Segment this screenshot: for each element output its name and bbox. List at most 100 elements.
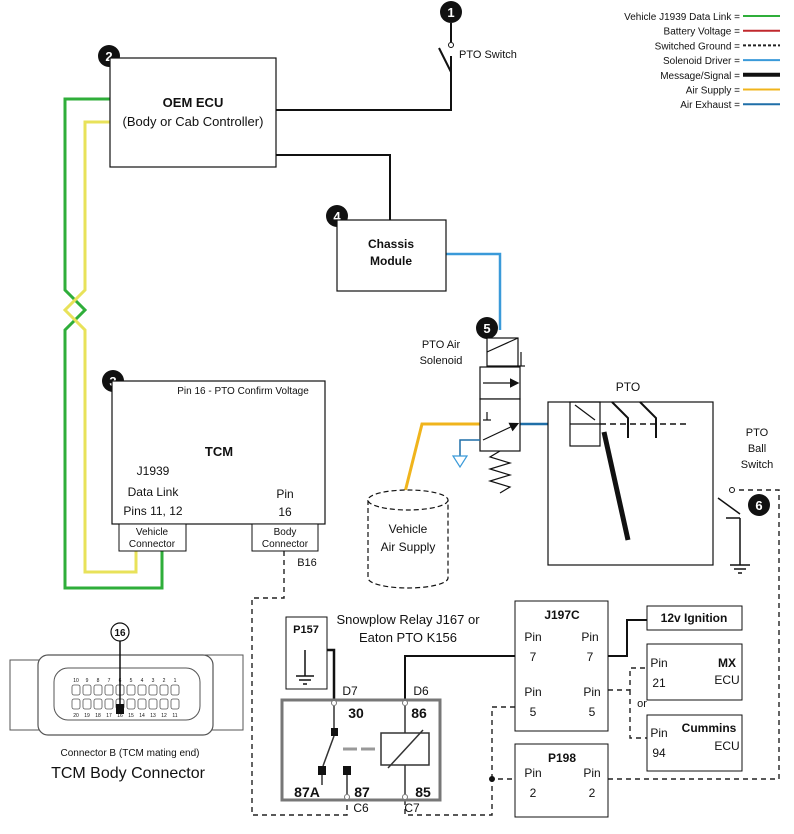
pto-switch-wire [276,56,452,111]
legend-item: Vehicle J1939 Data Link = [624,12,780,23]
connector-pin-number: 11 [172,713,177,719]
connector-pin [126,684,136,696]
solenoid-driver-wire [446,252,502,330]
mx-ecu-box: Pin 21 MX ECU [646,643,743,701]
svg-text:ECU: ECU [714,739,739,753]
svg-text:Pin: Pin [583,766,600,780]
svg-text:Pin: Pin [650,656,667,670]
svg-text:Pins 11, 12: Pins 11, 12 [123,504,182,518]
connector-pin-number: 7 [108,678,111,684]
switched-ground-c7 [404,778,515,816]
connector-pin [137,684,147,696]
svg-text:1: 1 [447,5,454,20]
svg-text:P157: P157 [293,624,319,636]
svg-text:Snowplow Relay J167 or: Snowplow Relay J167 or [336,612,480,627]
connector-pin-number: 12 [161,713,167,719]
p157-box: P157 [285,616,328,690]
connector-pin [104,698,114,710]
legend-label: Solenoid Driver = [663,56,740,67]
connector-pin [159,684,169,696]
switched-ground-ball-switch [608,489,780,780]
tcm-box: Pin 16 - PTO Confirm Voltage TCM J1939 D… [111,380,326,569]
svg-text:2: 2 [530,786,537,800]
legend-item: Air Supply = [686,86,780,97]
svg-text:12v Ignition: 12v Ignition [661,611,728,625]
junction-dot [489,776,495,782]
svg-text:Chassis: Chassis [368,237,414,251]
connector-pin [148,698,158,710]
j197c-box: J197C Pin 7 Pin 7 Pin 5 Pin 5 [514,600,609,732]
badge-1: 1 [440,1,462,23]
legend-item: Message/Signal = [660,71,780,82]
svg-text:Eaton PTO K156: Eaton PTO K156 [359,630,457,645]
svg-text:Pin: Pin [524,685,541,699]
svg-text:C6: C6 [353,801,369,815]
svg-text:Pin: Pin [276,487,293,501]
connector-pin [71,684,81,696]
svg-text:4: 4 [333,209,341,224]
svg-text:Pin: Pin [583,685,600,699]
svg-text:6: 6 [755,498,762,513]
badge-6: 6 [748,494,770,516]
legend-label: Message/Signal = [660,71,740,82]
svg-text:5: 5 [483,321,490,336]
svg-text:Air Supply: Air Supply [381,540,436,554]
connector-title: TCM Body Connector [51,765,206,782]
connector-pin-number: 8 [97,678,100,684]
connector-pin [148,684,158,696]
legend-label: Air Supply = [686,86,740,97]
svg-text:J197C: J197C [544,608,580,622]
svg-text:2: 2 [105,49,112,64]
svg-text:87A: 87A [294,784,320,800]
relay-86-wire [404,655,515,700]
connector-top-pins: 10987654321 [71,678,180,696]
p198-box: P198 Pin 2 Pin 2 [514,743,609,818]
connector-pin [93,698,103,710]
svg-text:85: 85 [415,784,431,800]
pto-ball-switch: PTO Ball Switch [717,427,773,574]
svg-text:J1939: J1939 [137,464,170,478]
connector-pin [93,684,103,696]
svg-text:2: 2 [589,786,596,800]
svg-text:Pin: Pin [650,726,667,740]
connector-pin [82,698,92,710]
svg-text:PTO Air: PTO Air [422,339,461,351]
legend-label: Vehicle J1939 Data Link = [624,12,740,23]
connector-pin-number: 9 [86,678,89,684]
ecu-chassis-wire [276,154,391,220]
pto-air-solenoid: PTO Air Solenoid [420,337,525,494]
svg-text:86: 86 [411,705,427,721]
svg-text:94: 94 [652,746,666,760]
chassis-module-box: Chassis Module [336,219,447,292]
connector-pin-number: 20 [73,713,79,719]
connector-pin-number: 4 [141,678,144,684]
vehicle-air-supply-tank: Vehicle Air Supply [367,489,449,589]
svg-text:Vehicle: Vehicle [136,527,169,538]
svg-text:Ball: Ball [748,443,766,455]
connector-pin-number: 18 [95,713,101,719]
connector-pin [104,684,114,696]
legend-label: Air Exhaust = [680,100,740,111]
connector-pin-number: 15 [128,713,134,719]
legend: Vehicle J1939 Data Link = Battery Voltage… [624,12,780,111]
svg-text:Pin: Pin [581,630,598,644]
connector-pin-number: 10 [73,678,79,684]
legend-label: Battery Voltage = [664,27,741,38]
relay: Snowplow Relay J167 or Eaton PTO K156 D7… [280,612,480,815]
connector-caption: Connector B (TCM mating end) [61,748,200,759]
svg-text:30: 30 [348,705,364,721]
switched-ground-ecu [608,667,647,739]
svg-text:21: 21 [652,676,666,690]
connector-pin [71,698,81,710]
connector-pin-number: 13 [150,713,156,719]
svg-text:MX: MX [718,656,736,670]
svg-text:D7: D7 [342,684,358,698]
badge-5: 5 [476,317,498,339]
j1939-wire-yellow [62,120,138,574]
connector-pin [126,698,136,710]
connector-pin-number: 5 [130,678,133,684]
connector-pin-number: 14 [139,713,145,719]
svg-text:P198: P198 [548,751,576,765]
